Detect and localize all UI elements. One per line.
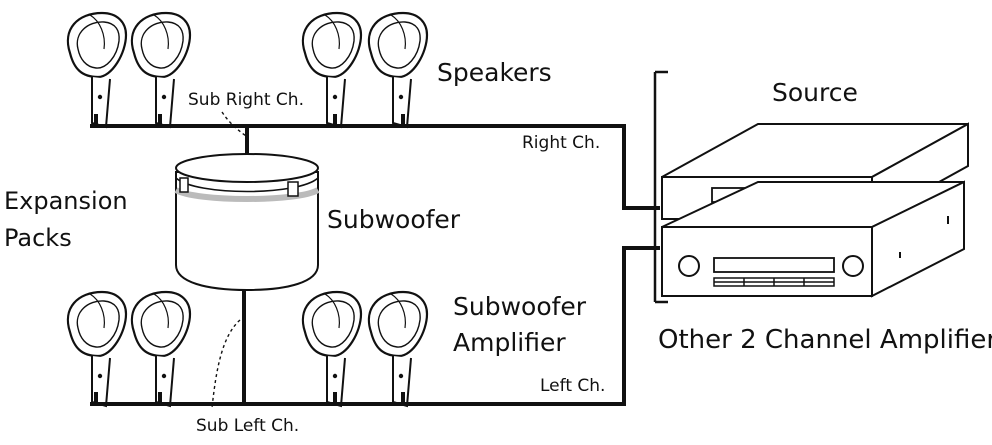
sub-right-channel-label: Sub Right Ch. bbox=[188, 90, 304, 110]
speaker-top-4 bbox=[367, 11, 429, 129]
speaker-top-3 bbox=[301, 11, 363, 129]
subwoofer-icon bbox=[174, 153, 320, 292]
speaker-bottom-1 bbox=[66, 290, 128, 408]
amplifier-device-icon bbox=[661, 180, 965, 298]
sub-left-channel-label: Sub Left Ch. bbox=[196, 416, 300, 436]
speakers-label: Speakers bbox=[437, 58, 552, 87]
other-amplifier-label: Other 2 Channel Amplifier bbox=[658, 325, 992, 355]
right-channel-wiring bbox=[90, 114, 660, 210]
right-channel-label: Right Ch. bbox=[522, 133, 601, 153]
equipment-bracket bbox=[653, 70, 668, 304]
sub-left-leader bbox=[211, 319, 241, 409]
left-channel-wiring bbox=[90, 246, 660, 406]
subwoofer-amplifier-label-line1: Subwoofer bbox=[453, 292, 587, 321]
speaker-bottom-4 bbox=[367, 290, 429, 408]
speaker-bottom-2 bbox=[130, 290, 192, 408]
expansion-packs-label-line1: Expansion bbox=[4, 187, 128, 215]
sub-right-leader bbox=[221, 111, 247, 137]
left-channel-label: Left Ch. bbox=[540, 376, 606, 396]
speaker-top-1 bbox=[66, 11, 128, 129]
speaker-top-2 bbox=[130, 11, 192, 129]
speaker-bottom-3 bbox=[301, 290, 363, 408]
source-label: Source bbox=[772, 78, 858, 107]
subwoofer-amplifier-label-line2: Amplifier bbox=[453, 328, 566, 357]
subwoofer-label: Subwoofer bbox=[327, 205, 461, 234]
expansion-packs-label-line2: Packs bbox=[4, 224, 72, 252]
